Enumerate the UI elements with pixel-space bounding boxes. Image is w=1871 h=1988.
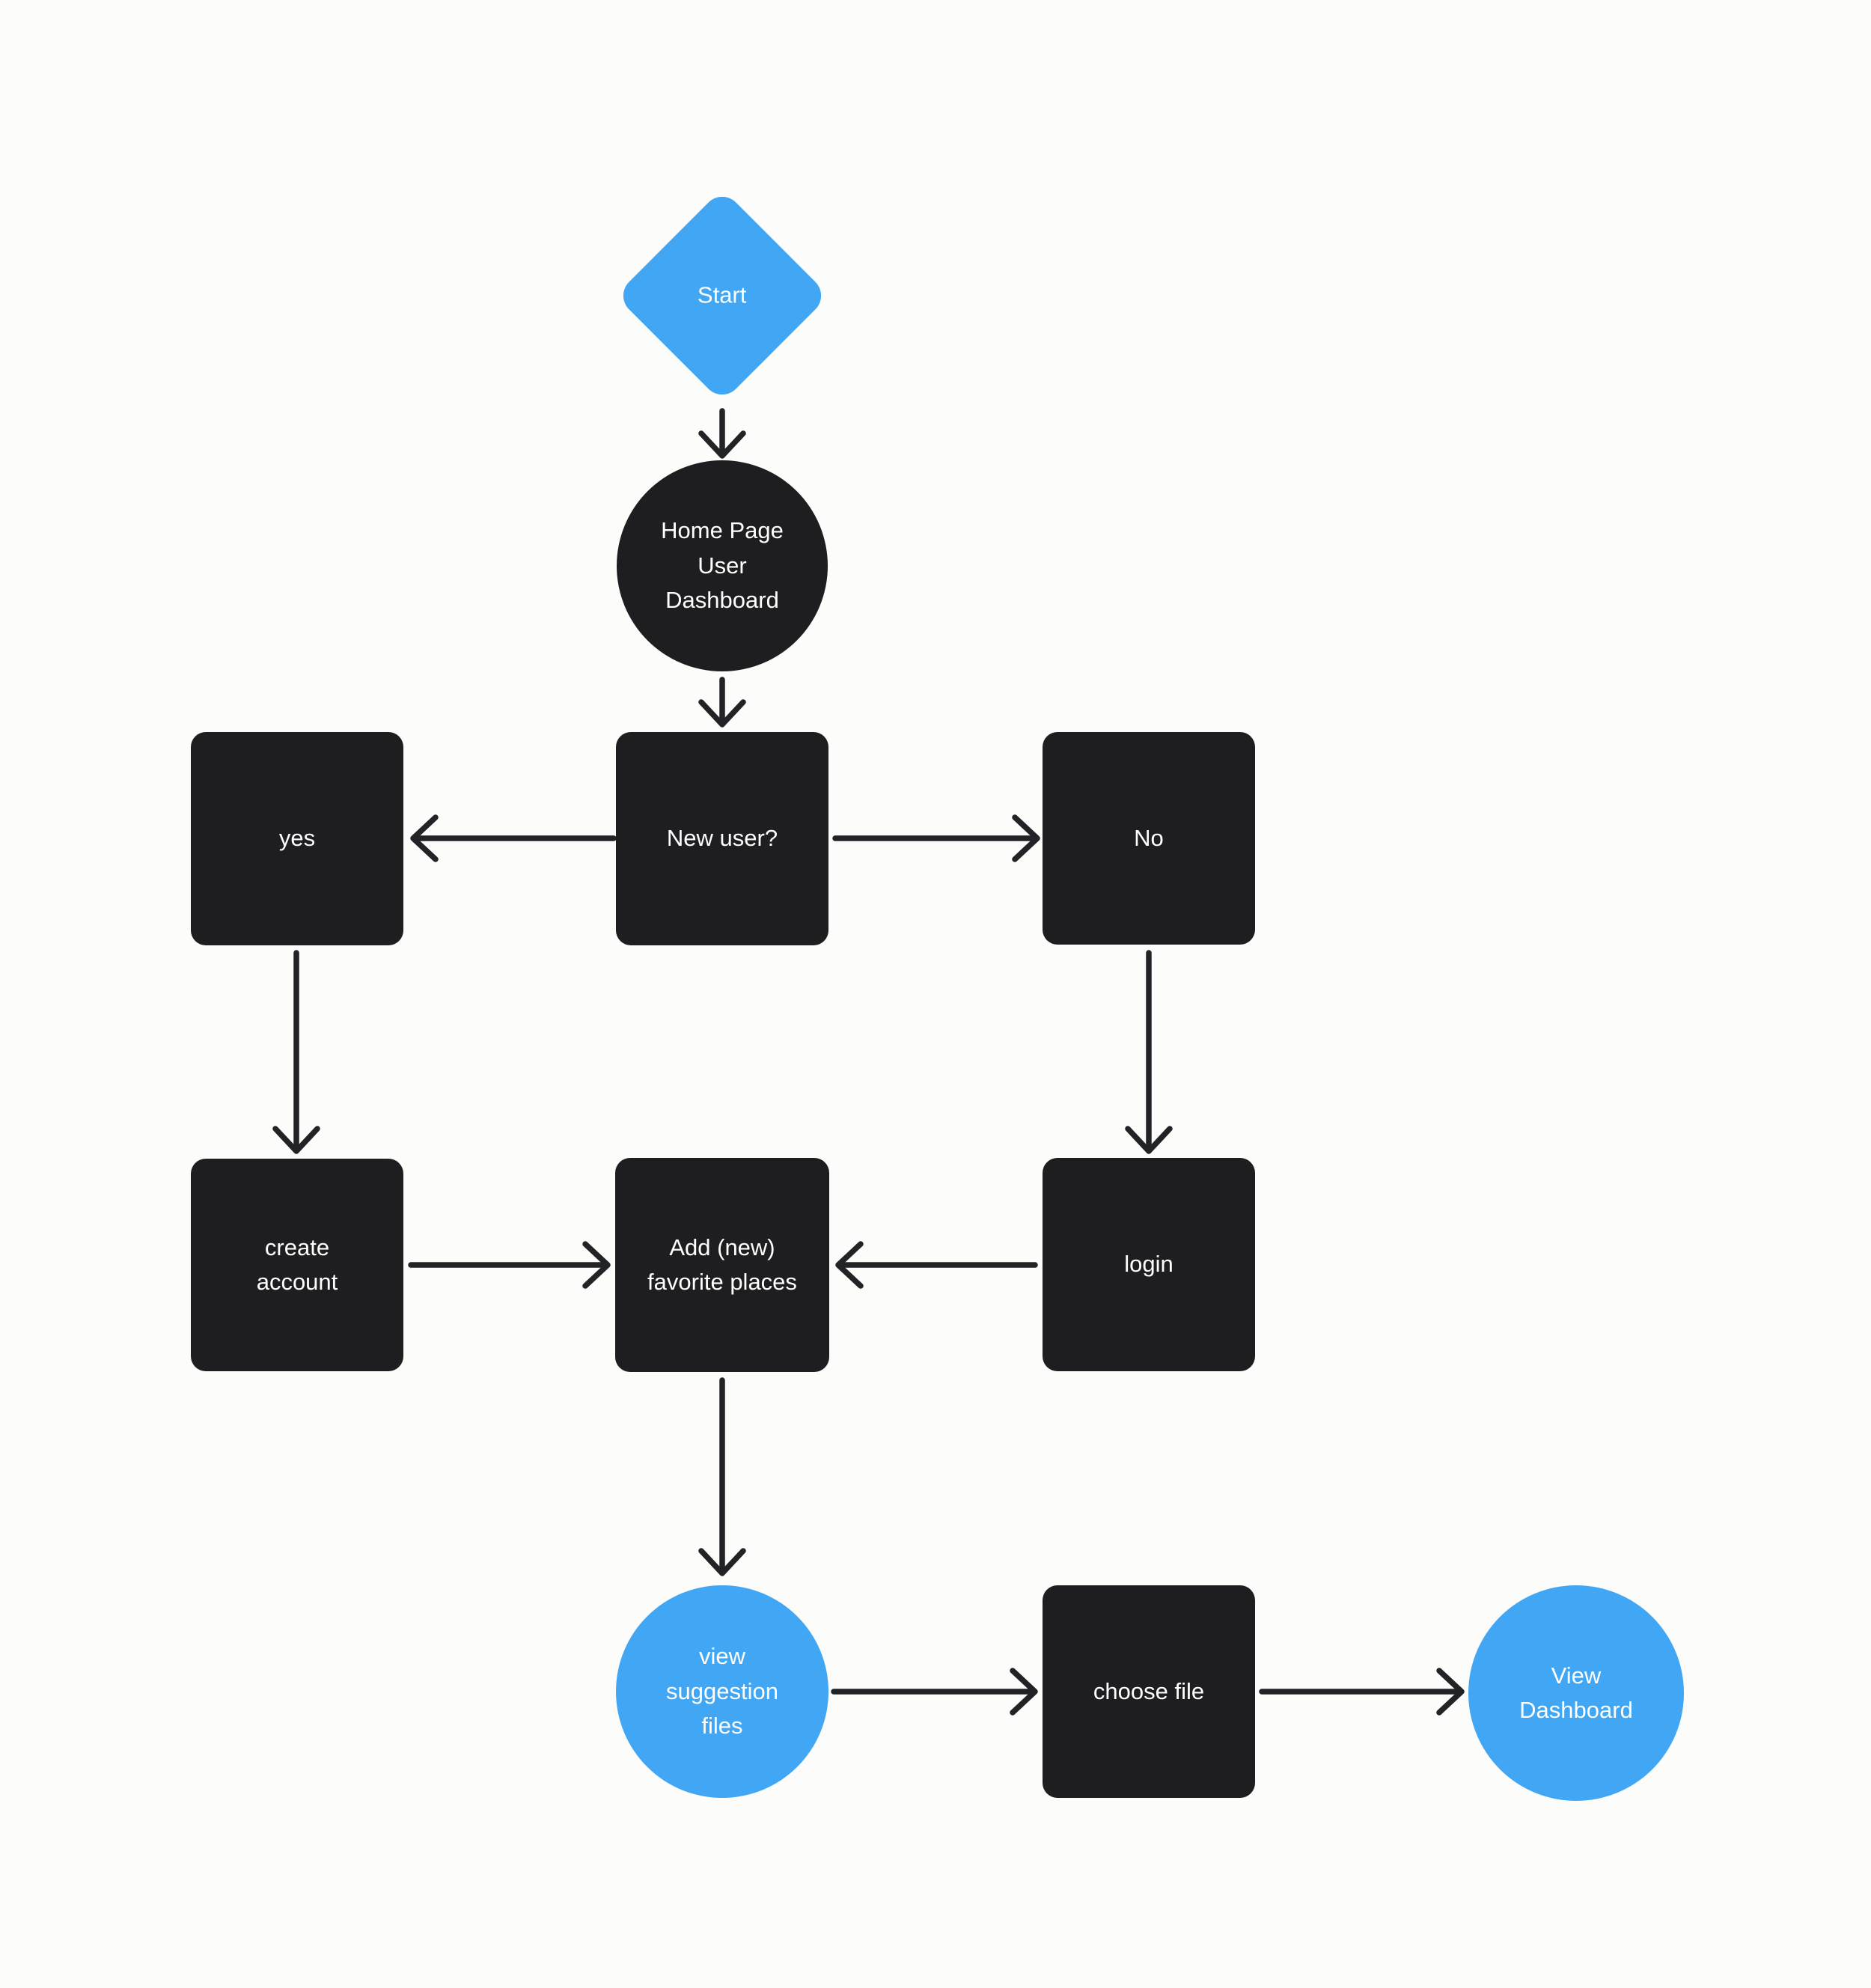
node-view-suggestion-files-label: view suggestion files (666, 1643, 778, 1740)
node-no-label: No (1134, 824, 1164, 851)
arrow-login-to-add-favorite-places (835, 1241, 1038, 1289)
node-home-page-user-dashboard[interactable]: Home Page User Dashboard (617, 460, 828, 671)
node-yes-label: yes (278, 825, 316, 852)
arrow-new-user-to-yes (410, 814, 617, 862)
node-new-user[interactable]: New user? (616, 732, 828, 945)
node-view-suggestion-files[interactable]: view suggestion files (616, 1585, 828, 1798)
node-start-label: Start (698, 281, 747, 308)
arrow-view-suggestion-files-to-choose-file (831, 1668, 1038, 1716)
arrow-start-to-home-page (698, 408, 746, 459)
node-add-favorite-places[interactable]: Add (new) favorite places (615, 1158, 829, 1372)
node-add-favorite-places-label: Add (new) favorite places (647, 1234, 797, 1296)
node-view-dashboard-label: View Dashboard (1519, 1662, 1633, 1724)
arrow-new-user-to-no (832, 814, 1040, 862)
node-create-account[interactable]: create account (191, 1159, 403, 1371)
node-yes[interactable]: yes (191, 732, 403, 945)
arrow-home-page-to-new-user (698, 677, 746, 728)
node-new-user-label: New user? (666, 825, 778, 852)
arrow-no-to-login (1125, 950, 1173, 1154)
node-no[interactable]: No (1043, 732, 1255, 945)
arrow-yes-to-create-account (272, 950, 320, 1154)
node-create-account-label: create account (256, 1234, 338, 1296)
node-login[interactable]: login (1043, 1158, 1255, 1371)
node-choose-file[interactable]: choose file (1043, 1585, 1255, 1798)
arrow-add-favorite-places-to-view-suggestion-files (698, 1377, 746, 1576)
node-view-dashboard[interactable]: View Dashboard (1468, 1585, 1684, 1801)
node-choose-file-label: choose file (1093, 1677, 1205, 1704)
arrow-choose-file-to-view-dashboard (1259, 1668, 1465, 1716)
node-login-label: login (1124, 1251, 1173, 1278)
node-home-page-user-dashboard-label: Home Page User Dashboard (661, 517, 784, 614)
arrow-create-account-to-add-favorite-places (408, 1241, 611, 1289)
